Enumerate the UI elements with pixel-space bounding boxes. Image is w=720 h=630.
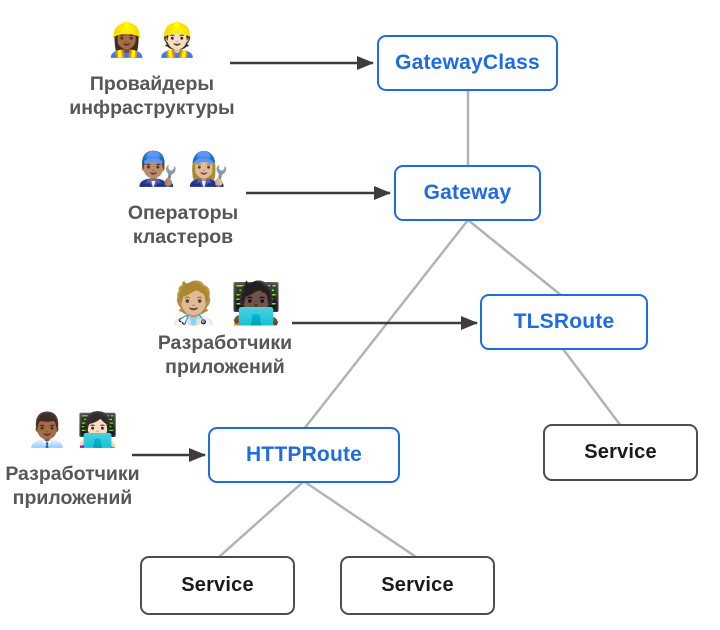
actor-cluster-operators: 👨🏽‍🔧 👩🏼‍🔧 Операторы кластеров [63, 148, 303, 249]
node-gatewayclass-label: GatewayClass [395, 51, 540, 74]
construction-workers-emoji: 👷🏾‍♀️ 👷🏻 [106, 21, 198, 58]
edge-gateway-tlsroute [467, 219, 563, 297]
node-httproute[interactable]: HTTPRoute [208, 427, 400, 483]
node-service-http-left-label: Service [181, 574, 254, 596]
developers-emoji: 🧑🏼‍⚕️ 🧑🏿‍💻 [168, 280, 282, 326]
edge-gateway-httproute [303, 219, 469, 430]
actor-application-developers-tls: 🧑🏼‍⚕️ 🧑🏿‍💻 Разработчики приложений [105, 279, 345, 379]
node-httproute-label: HTTPRoute [245, 443, 363, 466]
actor-application-developers-http: 👨🏾‍💼 👩🏻‍💻 Разработчики приложений [0, 409, 145, 510]
actor-application-developers-http-label: Разработчики приложений [5, 463, 140, 509]
node-gatewayclass[interactable]: GatewayClass [377, 35, 558, 91]
node-service-http-right-label: Service [381, 574, 454, 596]
node-service-http-right[interactable]: Service [340, 556, 495, 615]
node-service-http-left[interactable]: Service [140, 556, 295, 615]
node-service-tls-label: Service [584, 441, 657, 463]
edge-httproute-service-right [304, 480, 417, 559]
actor-infrastructure-providers: 👷🏾‍♀️ 👷🏻 Провайдеры инфраструктуры [32, 19, 272, 120]
actor-cluster-operators-label: Операторы кластеров [127, 202, 239, 248]
node-service-tls[interactable]: Service [543, 424, 698, 481]
node-tlsroute[interactable]: TLSRoute [480, 294, 648, 350]
edge-tlsroute-service [562, 348, 622, 427]
node-tlsroute-label: TLSRoute [513, 310, 615, 333]
node-gateway-label: Gateway [423, 181, 512, 204]
node-gateway[interactable]: Gateway [394, 165, 541, 221]
actor-application-developers-tls-label: Разработчики приложений [157, 332, 293, 378]
developers-emoji: 👨🏾‍💼 👩🏻‍💻 [26, 411, 119, 448]
actor-infrastructure-providers-label: Провайдеры инфраструктуры [69, 73, 235, 119]
edge-httproute-service-left [218, 481, 304, 558]
mechanics-emoji: 👨🏽‍🔧 👩🏼‍🔧 [137, 150, 229, 187]
